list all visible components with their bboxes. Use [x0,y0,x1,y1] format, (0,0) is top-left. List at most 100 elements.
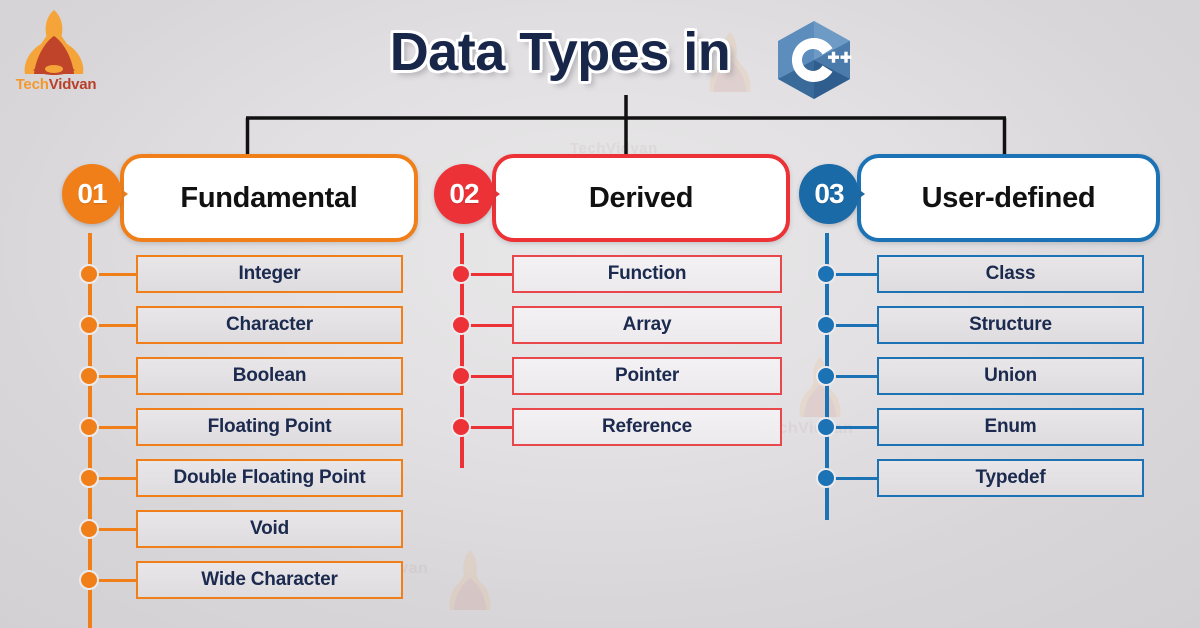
branch-header-user-defined[interactable]: 03 User-defined [795,150,1160,242]
item-label: Union [984,365,1037,386]
branch-spine [460,233,464,468]
list-item[interactable]: Union [795,357,1160,395]
branch-header-derived[interactable]: 02 Derived [430,150,790,242]
item-label: Pointer [614,365,680,386]
list-item[interactable]: Floating Point [58,408,418,446]
branch-title-box: User-defined [857,154,1160,242]
list-item[interactable]: Class [795,255,1160,293]
item-label: Character [226,314,313,335]
branch-title: User-defined [921,181,1096,214]
item-dot-icon [79,315,99,335]
item-connector [835,272,877,276]
item-box[interactable]: Class [877,255,1144,293]
branch-items-derived: Function Array Pointer Reference [430,233,790,468]
list-item[interactable]: Integer [58,255,418,293]
item-dot-icon [451,366,471,386]
branch-title: Derived [588,181,694,214]
branch-title-box: Derived [492,154,790,242]
list-item[interactable]: Character [58,306,418,344]
list-item[interactable]: Boolean [58,357,418,395]
item-dot-icon [451,315,471,335]
meditating-figure-icon [449,550,491,610]
page-title: Data Types in [340,14,780,90]
item-label: Enum [984,416,1037,437]
list-item[interactable]: Typedef [795,459,1160,497]
techvidvan-logo: TechVidvan [8,8,100,96]
item-connector [835,476,877,480]
item-box[interactable]: Function [512,255,782,293]
branch-header-fundamental[interactable]: 01 Fundamental [58,150,418,242]
list-item[interactable]: Enum [795,408,1160,446]
item-box[interactable]: Floating Point [136,408,403,446]
item-label: Array [622,314,672,335]
item-box[interactable]: Structure [877,306,1144,344]
item-dot-icon [451,264,471,284]
item-dot-icon [79,570,99,590]
item-dot-icon [816,264,836,284]
list-item[interactable]: Pointer [430,357,790,395]
item-box[interactable]: Reference [512,408,782,446]
branch-number: 03 [814,178,844,209]
item-box[interactable]: Wide Character [136,561,403,599]
item-connector [98,476,136,480]
item-box[interactable]: Void [136,510,403,548]
item-dot-icon [816,366,836,386]
branch-number: 02 [449,178,479,209]
item-dot-icon [816,417,836,437]
branch-number: 01 [77,178,107,209]
item-dot-icon [451,417,471,437]
branch-user-defined: 03 User-defined Class Structure Union [795,150,1160,520]
item-box[interactable]: Typedef [877,459,1144,497]
item-connector [470,272,512,276]
item-label: Integer [238,263,301,284]
item-connector [835,323,877,327]
item-connector [98,425,136,429]
branch-items-fundamental: Integer Character Boolean Floating Point [58,233,418,628]
list-item[interactable]: Reference [430,408,790,446]
item-label: Wide Character [201,569,338,590]
item-connector [98,578,136,582]
branch-fundamental: 01 Fundamental Integer Character Boolean [58,150,418,628]
item-label: Structure [969,314,1052,335]
item-box[interactable]: Union [877,357,1144,395]
list-item[interactable]: Double Floating Point [58,459,418,497]
branch-number-badge: 02 [434,164,494,224]
item-connector [98,374,136,378]
item-box[interactable]: Double Floating Point [136,459,403,497]
item-label: Class [985,263,1036,284]
list-item[interactable]: Wide Character [58,561,418,599]
item-box[interactable]: Integer [136,255,403,293]
item-box[interactable]: Character [136,306,403,344]
item-connector [470,323,512,327]
item-label: Void [250,518,289,539]
item-label: Floating Point [207,416,332,437]
techvidvan-wordmark: TechVidvan [10,76,102,93]
item-connector [835,374,877,378]
item-box[interactable]: Array [512,306,782,344]
brand-name-part2: Vidvan [48,76,97,93]
branch-items-user-defined: Class Structure Union Enum Typedef [795,233,1160,520]
watermark-figure-3 [440,548,500,628]
list-item[interactable]: Structure [795,306,1160,344]
item-connector [98,527,136,531]
meditating-figure-icon [24,10,84,75]
item-box[interactable]: Boolean [136,357,403,395]
item-connector [470,425,512,429]
item-box[interactable]: Pointer [512,357,782,395]
item-box[interactable]: Enum [877,408,1144,446]
branch-derived: 02 Derived Function Array Pointer [430,150,790,468]
tree-connector-bracket [245,95,1007,155]
item-label: Function [607,263,687,284]
branch-title: Fundamental [180,181,358,214]
branch-number-badge: 01 [62,164,122,224]
brand-name-part1: Tech [15,76,49,93]
page-title-text: Data Types in [389,22,731,82]
item-connector [835,425,877,429]
list-item[interactable]: Array [430,306,790,344]
item-connector [98,272,136,276]
item-dot-icon [816,315,836,335]
list-item[interactable]: Function [430,255,790,293]
item-dot-icon [816,468,836,488]
list-item[interactable]: Void [58,510,418,548]
